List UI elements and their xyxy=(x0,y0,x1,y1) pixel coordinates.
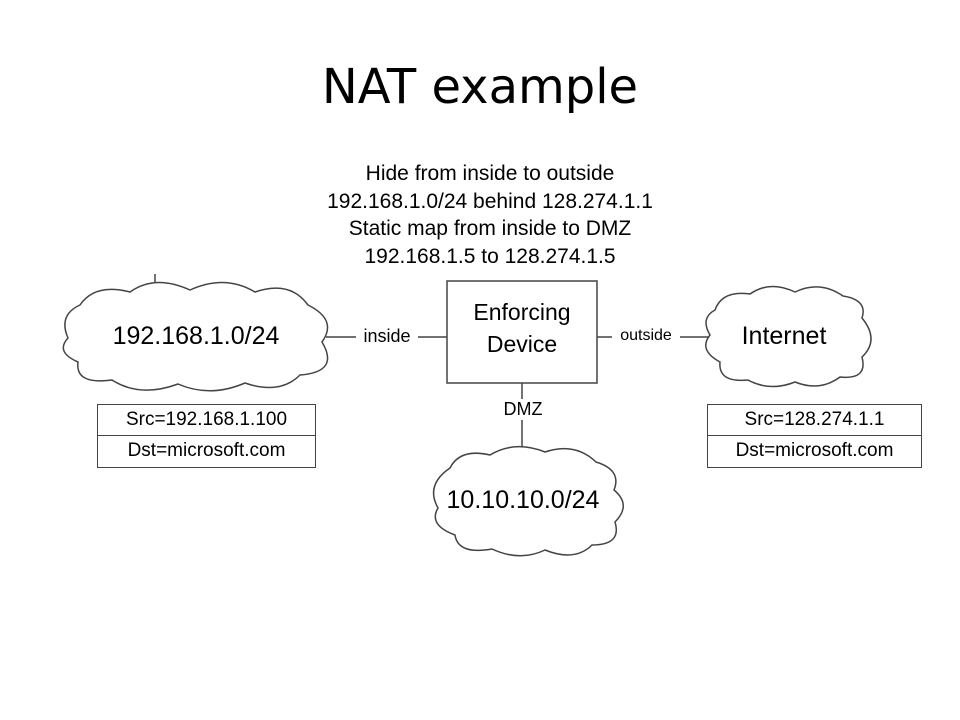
inside-network-cloud xyxy=(62,281,329,392)
outside-packet-table: Src=128.274.1.1 Dst=microsoft.com xyxy=(707,404,922,468)
enforcing-device-box xyxy=(446,280,598,384)
rule-line-1: Hide from inside to outside xyxy=(365,162,615,185)
outside-link-label: outside xyxy=(612,327,680,345)
device-label-line-1: Enforcing xyxy=(473,299,571,325)
rule-line-3: Static map from inside to DMZ xyxy=(348,217,632,240)
outside-packet-dst: Dst=microsoft.com xyxy=(708,435,921,466)
inside-link-label: inside xyxy=(356,326,418,347)
internet-cloud xyxy=(705,285,872,388)
nat-rules-text: Hide from inside to outside 192.168.1.0/… xyxy=(240,160,740,270)
inside-packet-dst: Dst=microsoft.com xyxy=(98,435,315,466)
dmz-cloud xyxy=(432,446,624,557)
outside-packet-src: Src=128.274.1.1 xyxy=(744,409,885,430)
inside-packet-src: Src=192.168.1.100 xyxy=(125,409,288,430)
inside-network-label: 192.168.1.0/24 xyxy=(112,322,280,350)
dmz-link-label: DMZ xyxy=(498,399,548,420)
slide-title: NAT example xyxy=(321,59,639,115)
device-label-line-2: Device xyxy=(486,331,558,357)
rule-line-4: 192.168.1.5 to 128.274.1.5 xyxy=(364,244,616,268)
inside-packet-table: Src=192.168.1.100 Dst=microsoft.com xyxy=(97,404,316,468)
enforcing-device-label: Enforcing Device xyxy=(447,296,597,360)
rule-line-2: 192.168.1.0/24 behind 128.274.1.1 xyxy=(327,189,653,213)
dmz-network-label: 10.10.10.0/24 xyxy=(446,486,600,514)
internet-label: Internet xyxy=(741,322,827,350)
